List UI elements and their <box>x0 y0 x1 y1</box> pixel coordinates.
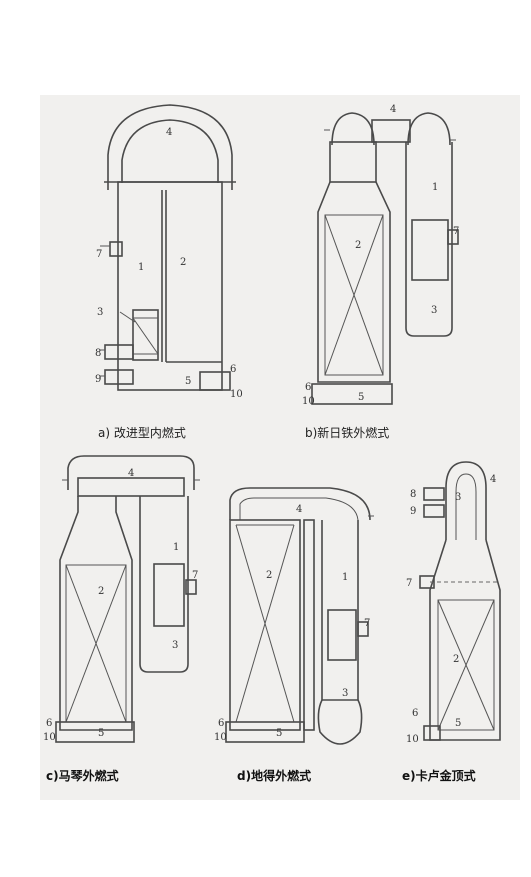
caption-c: c)马琴外燃式 <box>46 768 119 783</box>
label-c-2: 2 <box>98 586 104 597</box>
label-c-3: 3 <box>172 640 178 651</box>
label-e-5: 5 <box>455 718 461 729</box>
label-d-10: 10 <box>214 732 227 743</box>
diagram-c: 4 1 2 7 3 6 10 5 c)马琴外燃式 <box>43 455 200 783</box>
diagram-b: 4 1 2 7 3 6 10 5 b)新日铁外燃式 <box>302 104 459 440</box>
label-e-2: 2 <box>453 654 459 665</box>
label-b-3: 3 <box>431 305 437 316</box>
label-d-3: 3 <box>342 688 348 699</box>
label-d-4: 4 <box>296 504 302 515</box>
label-d-1: 1 <box>342 572 348 583</box>
label-b-2: 2 <box>355 240 361 251</box>
caption-d: d)地得外燃式 <box>237 768 311 783</box>
label-b-5: 5 <box>358 392 364 403</box>
label-c-10: 10 <box>43 732 56 743</box>
label-e-6: 6 <box>412 708 418 719</box>
diagram-d: 4 2 1 7 3 6 10 5 d)地得外燃式 <box>214 487 374 783</box>
caption-b: b)新日铁外燃式 <box>305 425 389 440</box>
label-a-5: 5 <box>185 376 191 387</box>
label-a-8: 8 <box>95 348 101 359</box>
diagram-e: 4 8 3 9 7 2 6 5 10 e)卡卢金顶式 <box>402 461 501 783</box>
label-c-7: 7 <box>192 570 198 581</box>
label-a-9: 9 <box>95 374 101 385</box>
label-e-7: 7 <box>406 578 412 589</box>
label-a-4: 4 <box>166 127 172 138</box>
label-e-10: 10 <box>406 734 419 745</box>
label-e-3: 3 <box>455 492 461 503</box>
label-e-9: 9 <box>410 506 416 517</box>
label-c-6: 6 <box>46 718 52 729</box>
label-a-3: 3 <box>97 307 103 318</box>
label-a-6: 6 <box>230 364 236 375</box>
label-b-6: 6 <box>305 382 311 393</box>
label-a-2: 2 <box>180 257 186 268</box>
caption-e: e)卡卢金顶式 <box>402 768 476 783</box>
label-a-10: 10 <box>230 389 243 400</box>
label-b-10: 10 <box>302 396 315 407</box>
diagram-a: 4 7 1 2 3 8 9 5 6 10 a) 改进型内燃式 <box>95 104 243 440</box>
label-e-4: 4 <box>490 474 496 485</box>
label-b-7: 7 <box>453 226 459 237</box>
label-e-8: 8 <box>410 489 416 500</box>
scan-background <box>40 95 520 800</box>
label-a-7: 7 <box>96 249 102 260</box>
label-d-6: 6 <box>218 718 224 729</box>
label-c-4: 4 <box>128 468 134 479</box>
label-d-5: 5 <box>276 728 282 739</box>
caption-a: a) 改进型内燃式 <box>98 425 186 440</box>
label-c-1: 1 <box>173 542 179 553</box>
label-d-7: 7 <box>364 618 370 629</box>
label-c-5: 5 <box>98 728 104 739</box>
label-a-1: 1 <box>138 262 144 273</box>
label-b-4: 4 <box>390 104 396 115</box>
label-b-1: 1 <box>432 182 438 193</box>
label-d-2: 2 <box>266 570 272 581</box>
